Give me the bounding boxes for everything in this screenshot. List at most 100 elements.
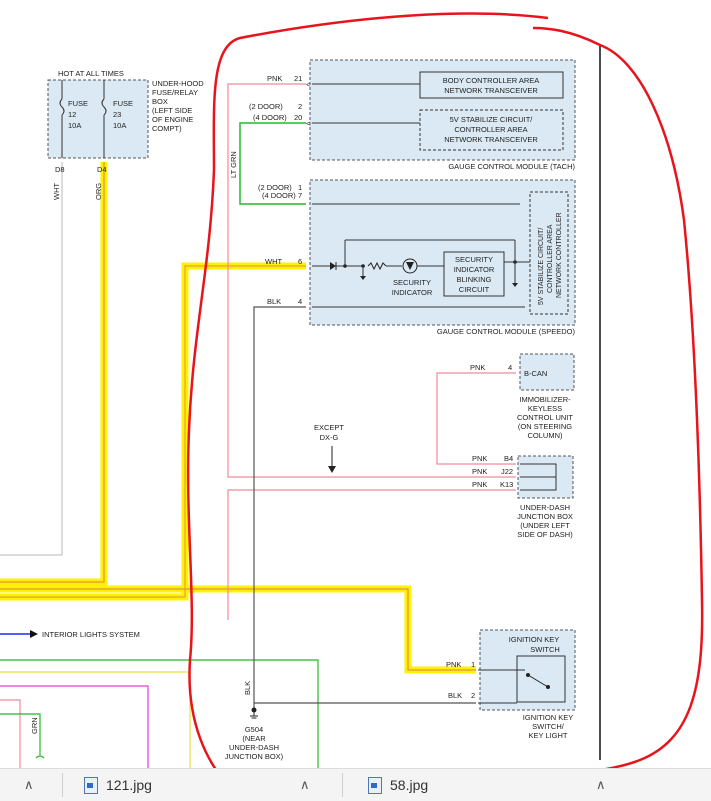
file-tab-58[interactable]: 58.jpg bbox=[368, 769, 428, 801]
security-indicator-line2: INDICATOR bbox=[392, 288, 433, 297]
tach-stabilize-line1: 5V STABILIZE CIRCUIT/ bbox=[450, 115, 534, 124]
wiring-diagram: INTERIOR LIGHTS SYSTEM HOT AT ALL TIMES … bbox=[0, 12, 704, 768]
ignition-pin2: 2 bbox=[471, 691, 475, 700]
immobilizer-caption-3: CONTROL UNIT bbox=[517, 413, 573, 422]
ignition-pin1: 1 bbox=[471, 660, 475, 669]
blk-ground-wire bbox=[253, 306, 306, 710]
immobilizer-caption-5: COLUMN) bbox=[528, 431, 564, 440]
lt-grn-label: LT GRN bbox=[229, 151, 238, 178]
immobilizer-pin: 4 bbox=[508, 363, 512, 372]
immobilizer-unit: B-CAN PNK 4 IMMOBILIZER- KEYLESS CONTROL… bbox=[470, 353, 575, 440]
grn-connector bbox=[35, 755, 45, 759]
grn-label: GRN bbox=[30, 717, 39, 734]
fuse-box-label-4: (LEFT SIDE bbox=[152, 106, 192, 115]
speedo-stabilize-line3: NETWORK CONTROLLER bbox=[556, 212, 563, 298]
jb-caption-2: JUNCTION BOX bbox=[517, 512, 573, 521]
fuse-relay-box: HOT AT ALL TIMES FUSE 12 10A FUSE 23 10A… bbox=[47, 69, 204, 200]
dxg-label: DX-G bbox=[320, 433, 339, 442]
image-file-icon bbox=[84, 776, 98, 794]
fuse-box-label-6: COMPT) bbox=[152, 124, 182, 133]
pink-can-wires bbox=[227, 83, 516, 620]
jb-j22-pin: J22 bbox=[501, 467, 513, 476]
tach-stabilize-line2: CONTROLLER AREA bbox=[454, 125, 527, 134]
ignition-pin1-wire: PNK bbox=[446, 660, 461, 669]
jb-caption-4: SIDE OF DASH) bbox=[517, 530, 573, 539]
pin-d8-label: D8 bbox=[55, 165, 65, 174]
scroll-up-right-button[interactable]: ∧ bbox=[596, 769, 606, 801]
jb-j22-wire: PNK bbox=[472, 467, 487, 476]
tach-transceiver-line1: BODY CONTROLLER AREA bbox=[443, 76, 540, 85]
ignition-inside-2: SWITCH bbox=[530, 645, 560, 654]
ground-note-1: (NEAR bbox=[242, 734, 266, 743]
except-label: EXCEPT bbox=[314, 423, 344, 432]
speedo-pin1: 1 bbox=[298, 183, 302, 192]
jb-b4-wire: PNK bbox=[472, 454, 487, 463]
blinking-line2: INDICATOR bbox=[454, 265, 495, 274]
speedo-pin6-wire: WHT bbox=[265, 257, 282, 266]
fuse-12-word: FUSE bbox=[68, 99, 88, 108]
fuse-box-label-3: BOX bbox=[152, 97, 168, 106]
fuse-box-label-2: FUSE/RELAY bbox=[152, 88, 198, 97]
jb-k13-pin: K13 bbox=[500, 480, 513, 489]
tach-pin20-connector: < bbox=[306, 119, 311, 128]
fuse-box-label-5: OF ENGINE bbox=[152, 115, 193, 124]
speedo-stabilize-line2: CONTROLLER AREA bbox=[547, 224, 554, 293]
ignition-inside-1: IGNITION KEY bbox=[509, 635, 559, 644]
wht-wire bbox=[0, 162, 63, 556]
blinking-line3: BLINKING bbox=[456, 275, 491, 284]
fuse-12-rating: 10A bbox=[68, 121, 81, 130]
speedo-pin7: 7 bbox=[298, 191, 302, 200]
file-tab-58-label: 58.jpg bbox=[390, 777, 429, 793]
speedo-pin1-wire: (2 DOOR) bbox=[258, 183, 292, 192]
except-dxg-annotation: EXCEPT DX-G bbox=[314, 423, 344, 473]
ground-wire-label: BLK bbox=[243, 681, 252, 695]
immobilizer-caption-4: (ON STEERING bbox=[518, 422, 572, 431]
tab-separator bbox=[342, 773, 343, 797]
speedo-pin4: 4 bbox=[298, 297, 302, 306]
ground-note-3: JUNCTION BOX) bbox=[225, 752, 284, 761]
speedo-caption: GAUGE CONTROL MODULE (SPEEDO) bbox=[437, 327, 576, 336]
interior-lights-arrow: INTERIOR LIGHTS SYSTEM bbox=[0, 630, 140, 639]
tach-pin2-wire: (2 DOOR) bbox=[249, 102, 283, 111]
under-dash-junction-box: PNK B4 PNK J22 PNK K13 UNDER-DASH JUNCTI… bbox=[472, 454, 574, 539]
chevron-up-icon: ∧ bbox=[596, 777, 606, 792]
scroll-up-left-button[interactable]: ∧ bbox=[24, 769, 34, 801]
fuse-box-label-1: UNDER-HOOD bbox=[152, 79, 204, 88]
hot-at-all-times-label: HOT AT ALL TIMES bbox=[58, 69, 124, 78]
tach-pin20-wire: (4 DOOR) bbox=[253, 113, 287, 122]
security-indicator-line1: SECURITY bbox=[393, 278, 431, 287]
highlighted-circuit bbox=[0, 162, 476, 674]
speedo-pin7-wire: (4 DOOR) bbox=[262, 191, 296, 200]
jb-caption-1: UNDER-DASH bbox=[520, 503, 570, 512]
file-tab-121-label: 121.jpg bbox=[106, 777, 152, 793]
speedo-pin6: 6 bbox=[298, 257, 302, 266]
speedo-pin4-wire: BLK bbox=[267, 297, 281, 306]
ignition-caption-1: IGNITION KEY bbox=[523, 713, 573, 722]
blinking-line1: SECURITY bbox=[455, 255, 493, 264]
tach-stabilize-line3: NETWORK TRANSCEIVER bbox=[444, 135, 538, 144]
immobilizer-caption-1: IMMOBILIZER- bbox=[519, 395, 571, 404]
scroll-up-mid-button[interactable]: ∧ bbox=[300, 769, 310, 801]
left-side-wires bbox=[0, 659, 319, 768]
lt-grn-wire bbox=[239, 122, 306, 205]
fuse-23: FUSE 23 10A bbox=[101, 80, 133, 158]
red-markup-loop bbox=[186, 12, 704, 768]
tach-pin21-connector: < bbox=[306, 80, 311, 89]
ground-note-2: UNDER-DASH bbox=[229, 743, 279, 752]
gauge-module-speedo: (2 DOOR) 1 (4 DOOR) 7 WHT 6 BLK 4 SECURI… bbox=[258, 179, 576, 336]
ignition-caption-2: SWITCH/ bbox=[532, 722, 565, 731]
blinking-line4: CIRCUIT bbox=[459, 285, 490, 294]
tach-pin20: 20 bbox=[294, 113, 302, 122]
ignition-caption-3: KEY LIGHT bbox=[528, 731, 567, 740]
tach-transceiver-line2: NETWORK TRANSCEIVER bbox=[444, 86, 538, 95]
chevron-up-icon: ∧ bbox=[24, 777, 34, 792]
ground-g504: BLK G504 (NEAR UNDER-DASH JUNCTION BOX) bbox=[225, 681, 284, 761]
jb-b4-pin: B4 bbox=[504, 454, 513, 463]
jb-caption-3: (UNDER LEFT bbox=[520, 521, 570, 530]
tach-pin2: 2 bbox=[298, 102, 302, 111]
speedo-stabilize-line1: 5V STABILIZE CIRCUIT/ bbox=[538, 228, 545, 305]
file-tab-121[interactable]: 121.jpg bbox=[84, 769, 152, 801]
tach-pin21: 21 bbox=[294, 74, 302, 83]
ignition-pin2-wire: BLK bbox=[448, 691, 462, 700]
wire-wht-label: WHT bbox=[52, 183, 61, 200]
